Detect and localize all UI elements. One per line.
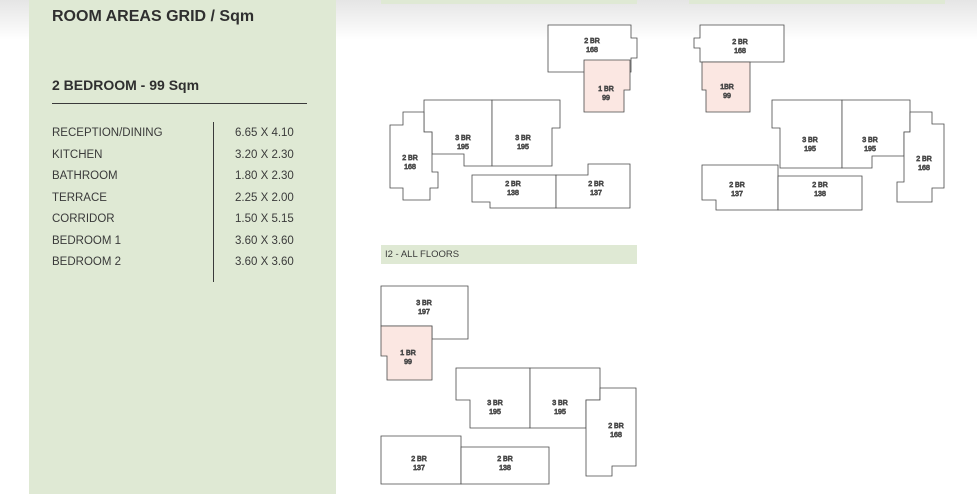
room-size: 1.50 X 5.15: [235, 213, 294, 225]
panel-title: ROOM AREAS GRID / Sqm: [52, 8, 255, 25]
unit-2br-137: 2 BR 137: [555, 163, 631, 209]
table-row: BEDROOM 2 3.60 X 3.60: [52, 254, 312, 276]
unit-label-area: 195: [804, 146, 816, 153]
floor-label: I2 - ALL FLOORS: [381, 245, 637, 264]
table-row: KITCHEN 3.20 X 2.30: [52, 147, 312, 169]
room-name: CORRIDOR: [52, 213, 115, 225]
room-size: 3.60 X 3.60: [235, 256, 294, 268]
room-name: BEDROOM 2: [52, 256, 122, 268]
section-header-bar-right: [689, 0, 945, 4]
unit-2br-168: 2 BR 168: [585, 387, 637, 477]
unit-3br-195-b: 3 BR 195: [491, 99, 561, 167]
unit-label-type: 3 BR: [552, 400, 568, 407]
unit-label-type: 1 BR: [400, 350, 416, 357]
unit-label-type: 2 BR: [916, 156, 932, 163]
table-row: RECEPTION/DINING 6.65 X 4.10: [52, 125, 312, 147]
unit-2br-168-top: 2 BR 168: [693, 24, 785, 63]
unit-3br-195-a: 3 BR 195: [455, 367, 531, 429]
table-column-divider: [213, 122, 214, 282]
unit-label-type: 2 BR: [402, 155, 418, 162]
unit-2br-138: 2 BR 138: [471, 174, 557, 209]
floor-plan-c: 3 BR 197 1 BR 99 3 BR 195 3 BR 195: [380, 285, 637, 485]
unit-label-area: 168: [918, 165, 930, 172]
unit-label-type: 2 BR: [411, 456, 427, 463]
room-name: TERRACE: [52, 191, 107, 204]
unit-label-area: 99: [602, 95, 610, 102]
unit-label-type: 2 BR: [729, 182, 745, 189]
unit-3br-195-b: 3 BR 195: [841, 99, 911, 169]
unit-label-type: 3 BR: [802, 137, 818, 144]
unit-1br-99-highlighted: 1 BR 99: [380, 325, 433, 381]
unit-3br-195-b: 3 BR 195: [529, 367, 601, 429]
room-size: 3.60 X 3.60: [235, 234, 294, 247]
room-name: RECEPTION/DINING: [52, 127, 163, 139]
section-header-bar-left: [381, 0, 637, 4]
unit-label-type: 1BR: [720, 84, 734, 91]
unit-label-type: 2 BR: [608, 423, 624, 430]
floor-plan-b: 2 BR 168 1BR 99 3 BR 195 3 BR 195: [693, 24, 945, 211]
unit-label-area: 168: [734, 48, 746, 55]
unit-label-area: 195: [457, 144, 469, 151]
table-row: CORRIDOR 1.50 X 5.15: [52, 211, 312, 233]
unit-title-divider: [52, 103, 307, 104]
unit-1br-99-highlighted: 1 BR 99: [583, 59, 631, 113]
unit-2br-168-left: 2 BR 168: [389, 111, 439, 201]
unit-2br-168-right: 2 BR 168: [896, 111, 945, 203]
unit-label-type: 2 BR: [505, 181, 521, 188]
unit-2br-137: 2 BR 137: [380, 435, 462, 485]
unit-label-area: 197: [418, 309, 430, 316]
unit-2br-138: 2 BR 138: [777, 175, 863, 211]
unit-label-area: 168: [586, 47, 598, 54]
room-size: 6.65 X 4.10: [235, 127, 294, 139]
unit-label-type: 2 BR: [588, 181, 604, 188]
table-row: BATHROOM 1.80 X 2.30: [52, 168, 312, 190]
unit-label-area: 137: [590, 190, 602, 197]
unit-label-area: 195: [864, 146, 876, 153]
unit-label-area: 138: [499, 465, 511, 472]
room-size: 1.80 X 2.30: [235, 170, 294, 182]
unit-label-type: 2 BR: [732, 39, 748, 46]
unit-label-area: 137: [731, 191, 743, 198]
unit-label-type: 1 BR: [598, 86, 614, 93]
unit-label-type: 2 BR: [584, 38, 600, 45]
unit-label-area: 195: [554, 409, 566, 416]
room-areas-panel: ROOM AREAS GRID / Sqm 2 BEDROOM - 99 Sqm…: [29, 0, 336, 494]
unit-label-type: 2 BR: [497, 456, 513, 463]
floor-plan-a: 2 BR 168 1 BR 99 3 BR 195 3 BR 195: [389, 24, 638, 209]
room-size: 3.20 X 2.30: [235, 148, 294, 161]
unit-label-type: 2 BR: [812, 182, 828, 189]
unit-title: 2 BEDROOM - 99 Sqm: [52, 77, 200, 93]
room-name: BATHROOM: [52, 170, 118, 182]
unit-label-area: 138: [814, 191, 826, 198]
table-row: TERRACE 2.25 X 2.00: [52, 190, 312, 212]
unit-2br-138: 2 BR 138: [460, 446, 550, 485]
room-name: KITCHEN: [52, 148, 103, 161]
unit-label-area: 168: [404, 164, 416, 171]
unit-label-area: 195: [489, 409, 501, 416]
unit-label-area: 99: [723, 93, 731, 100]
unit-label-type: 3 BR: [455, 135, 471, 142]
unit-label-type: 3 BR: [862, 137, 878, 144]
unit-label-area: 137: [413, 465, 425, 472]
unit-label-type: 3 BR: [416, 300, 432, 307]
room-size: 2.25 X 2.00: [235, 191, 294, 204]
unit-1br-99-highlighted: 1BR 99: [701, 61, 751, 113]
unit-2br-137: 2 BR 137: [701, 164, 779, 211]
unit-label-area: 168: [610, 432, 622, 439]
room-areas-table: RECEPTION/DINING 6.65 X 4.10 KITCHEN 3.20 …: [52, 125, 312, 276]
unit-label-type: 3 BR: [487, 400, 503, 407]
room-name: BEDROOM 1: [52, 234, 122, 247]
unit-label-area: 195: [517, 144, 529, 151]
table-row: BEDROOM 1 3.60 X 3.60: [52, 233, 312, 255]
unit-label-area: 99: [404, 359, 412, 366]
unit-3br-195-a: 3 BR 195: [771, 99, 843, 169]
unit-3br-195-a: 3 BR 195: [423, 99, 493, 167]
floor-label-text: I2 - ALL FLOORS: [385, 249, 460, 260]
unit-label-area: 138: [507, 190, 519, 197]
unit-label-type: 3 BR: [515, 135, 531, 142]
